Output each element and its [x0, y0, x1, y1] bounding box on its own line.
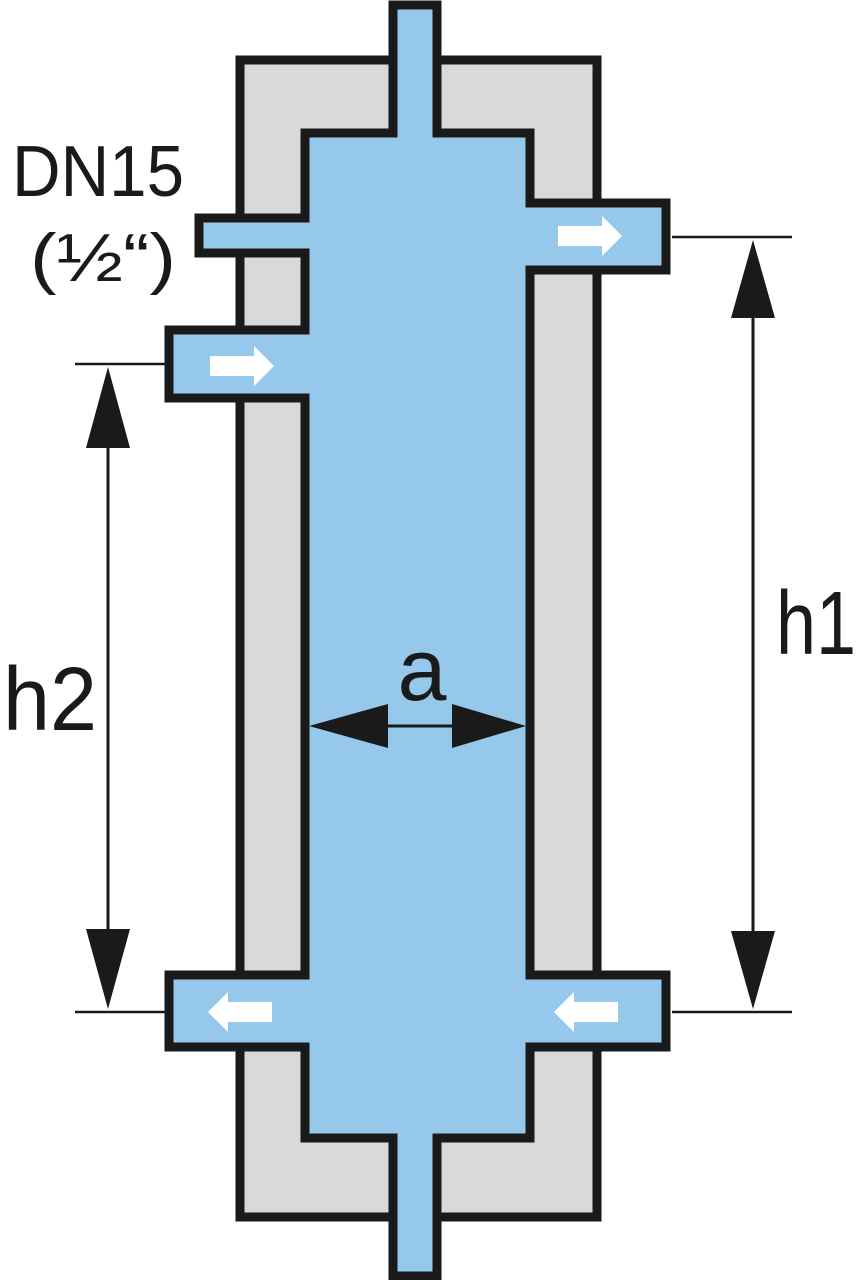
connection-size-inch-label: (½“) — [30, 220, 176, 296]
dimension-h2-label: h2 — [3, 650, 97, 750]
dimension-h1-label: h1 — [776, 574, 856, 674]
dimension-a-label: a — [398, 620, 447, 719]
connection-size-label: DN15 — [12, 132, 184, 212]
a-dimension-arrow — [309, 704, 526, 748]
separator-body — [164, 0, 671, 1280]
h2-dimension-arrow — [86, 367, 130, 1009]
flow-arrow-icon-bottom-left — [208, 992, 272, 1032]
flow-arrow-icon-upper-left — [210, 346, 274, 386]
flow-arrow-icon-bottom-right — [554, 992, 618, 1032]
h1-dimension-arrow — [731, 240, 775, 1009]
flow-arrow-icon-top-right — [558, 216, 622, 256]
